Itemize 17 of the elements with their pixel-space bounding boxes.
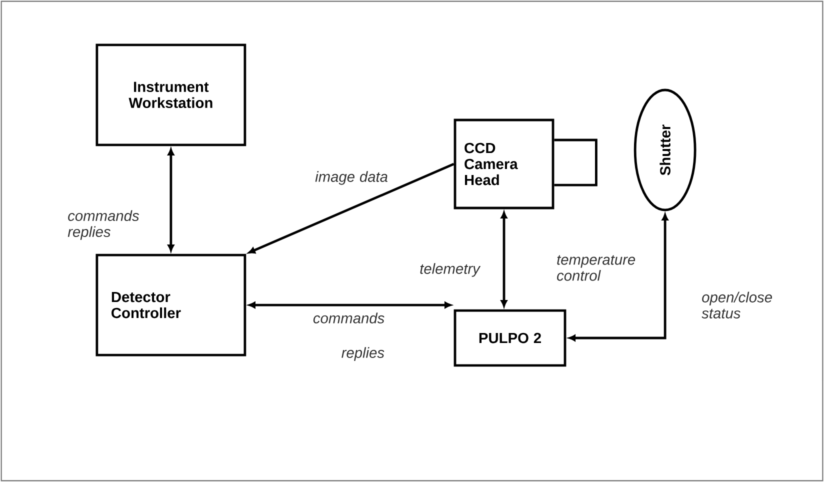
text-label: telemetry [420,263,481,277]
edge-label: commands replies [68,210,140,240]
edge-label: commands [313,312,384,324]
process-box: PULPO 2 [454,309,566,367]
arrow [248,162,454,254]
arrow [248,302,452,308]
arrow [168,148,174,252]
edge-label: image data [315,171,388,185]
edge-label: open/close status [702,292,772,318]
ellipse-node: Shutter [634,88,696,212]
process-box: Instrument Workstation [96,44,246,146]
text-label: replies [342,347,384,361]
arrow [500,212,508,307]
arrow [568,214,668,342]
process-box: CCD Camera Head [454,118,554,210]
edge-label: temperature control [557,255,636,281]
process-box: Detector Controller [96,254,246,356]
